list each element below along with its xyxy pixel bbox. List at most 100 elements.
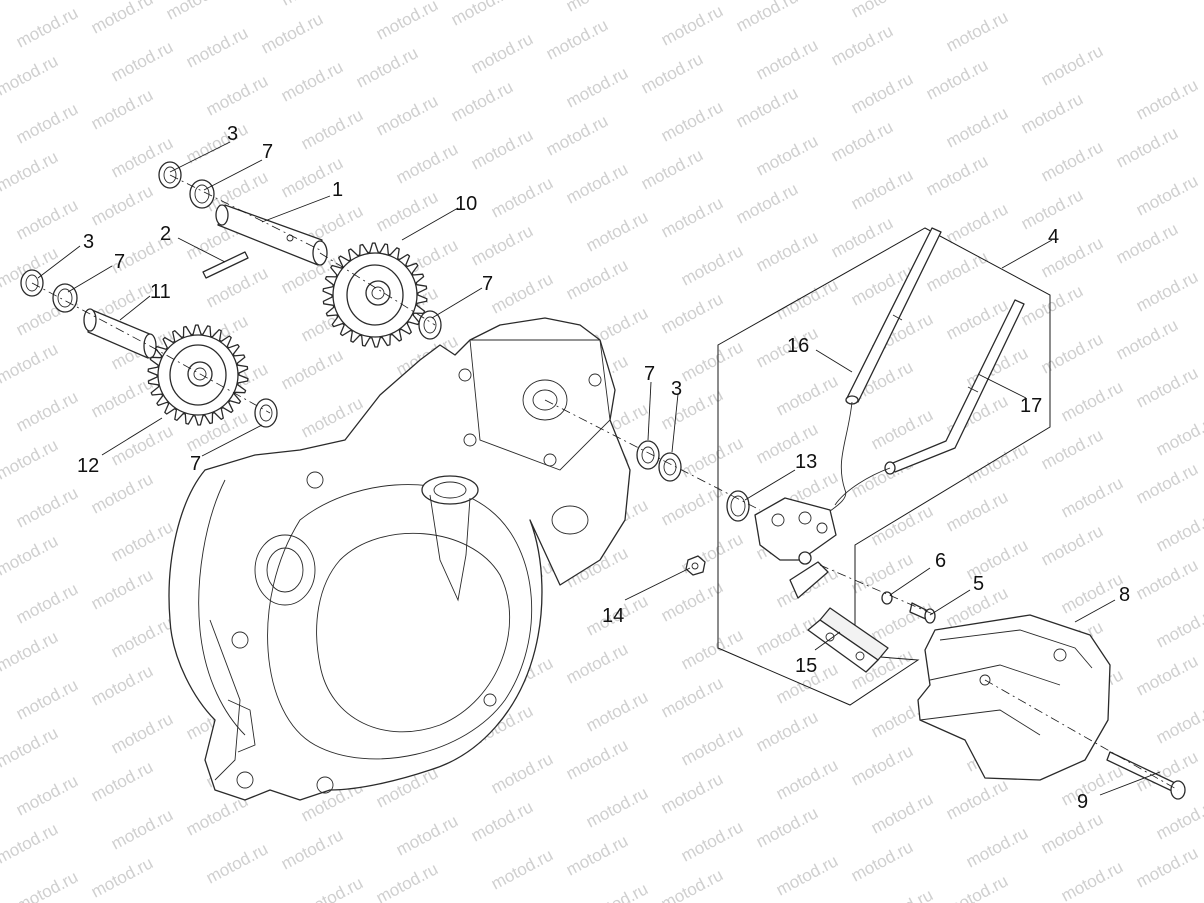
watermark-text: motod.ru (488, 749, 556, 797)
watermark-text: motod.ru (543, 111, 611, 159)
watermark-text: motod.ru (108, 805, 176, 853)
watermark-text: motod.ru (753, 131, 821, 179)
oring-13 (726, 490, 750, 522)
callout-13: 13 (795, 451, 817, 473)
watermark-text: motod.ru (1018, 89, 1086, 137)
watermark-text: motod.ru (678, 721, 746, 769)
watermark-text: motod.ru (88, 373, 156, 421)
watermark-text: motod.ru (0, 147, 61, 195)
watermark-text: motod.ru (108, 613, 176, 661)
watermark-text: motod.ru (488, 845, 556, 893)
watermark-text: motod.ru (1113, 219, 1181, 267)
watermark-text: motod.ru (0, 723, 61, 771)
watermark-text: motod.ru (828, 117, 896, 165)
washer-7-under-12 (254, 398, 278, 428)
watermark-text: motod.ru (1058, 569, 1126, 617)
watermark-text: motod.ru (0, 339, 61, 387)
watermark-text: motod.ru (943, 487, 1011, 535)
watermark-text: motod.ru (773, 851, 841, 899)
watermark-text: motod.ru (678, 433, 746, 481)
watermark-text: motod.ru (868, 501, 936, 549)
watermark-text: motod.ru (543, 15, 611, 63)
watermark-text: motod.ru (848, 741, 916, 789)
watermark-text: motod.ru (0, 819, 61, 867)
watermark-text: motod.ru (828, 213, 896, 261)
pump-wire-2 (834, 467, 891, 506)
watermark-text: motod.ru (448, 0, 516, 30)
watermark-text: motod.ru (753, 611, 821, 659)
callout-labels: 3 7 1 10 2 3 7 11 7 4 16 17 7 3 12 7 13 … (77, 123, 1130, 813)
hose-16 (845, 227, 942, 405)
watermark-text: motod.ru (278, 0, 346, 10)
watermark-text: motod.ru (1038, 41, 1106, 89)
watermark-text: motod.ru (468, 125, 536, 173)
watermark-text: motod.ru (13, 675, 81, 723)
watermark-text: motod.ru (1133, 651, 1201, 699)
watermark-text: motod.ru (13, 99, 81, 147)
axis-lines (31, 174, 1179, 791)
watermark-text: motod.ru (468, 797, 536, 845)
watermark-text: motod.ru (868, 405, 936, 453)
watermark-text: motod.ru (1038, 521, 1106, 569)
watermark-text: motod.ru (183, 23, 251, 71)
watermark-text: motod.ru (773, 755, 841, 803)
watermark-text: motod.ru (298, 873, 366, 903)
washer-6 (881, 591, 893, 605)
callout-14: 14 (602, 605, 624, 627)
watermark-text: motod.ru (1133, 363, 1201, 411)
watermark-text: motod.ru (638, 0, 706, 2)
callout-8: 8 (1119, 584, 1130, 606)
watermark-text: motod.ru (0, 435, 61, 483)
watermark-text: motod.ru (583, 879, 651, 903)
watermark-text: motod.ru (373, 859, 441, 903)
oil-pump (754, 497, 837, 599)
watermark-text: motod.ru (1038, 137, 1106, 185)
watermark-text: motod.ru (0, 51, 61, 99)
watermark-text: motod.ru (1133, 171, 1201, 219)
watermark-text: motod.ru (278, 57, 346, 105)
washer-7-top (189, 179, 215, 209)
watermark-text: motod.ru (108, 517, 176, 565)
watermark-text: motod.ru (353, 43, 421, 91)
shaft-11 (83, 308, 157, 359)
watermark-text: motod.ru (868, 885, 936, 903)
watermark-text: motod.ru (753, 35, 821, 83)
watermark-text: motod.ru (658, 481, 726, 529)
watermark-text: motod.ru (88, 757, 156, 805)
watermark-text: motod.ru (373, 0, 441, 44)
watermark-text: motod.ru (163, 0, 231, 24)
watermark-text: motod.ru (563, 831, 631, 879)
watermark-text: motod.ru (1058, 473, 1126, 521)
leader-lines (37, 141, 1161, 796)
watermark-text: motod.ru (1133, 267, 1201, 315)
watermark-text: motod.ru (0, 531, 61, 579)
callout-6: 6 (935, 550, 946, 572)
assembly-4-frame (717, 227, 1051, 706)
cover-8 (917, 614, 1111, 781)
watermark-text: motod.ru (658, 865, 726, 903)
watermark-text: motod.ru (88, 0, 156, 38)
watermark-text: motod.ru (773, 275, 841, 323)
watermark-text: motod.ru (13, 867, 81, 903)
watermark-text: motod.ru (943, 199, 1011, 247)
callout-3: 3 (83, 231, 94, 253)
watermark-text: motod.ru (563, 159, 631, 207)
watermark-text: motod.ru (733, 83, 801, 131)
watermark-text: motod.ru (678, 817, 746, 865)
watermark-text: motod.ru (583, 207, 651, 255)
callout-16: 16 (787, 335, 809, 357)
watermark-text: motod.ru (0, 0, 61, 4)
watermark-text: motod.ru (733, 0, 801, 36)
watermark-text: motod.ru (848, 69, 916, 117)
watermark-text: motod.ru (13, 387, 81, 435)
callout-3: 3 (671, 378, 682, 400)
callout-10: 10 (455, 193, 477, 215)
watermark-text: motod.ru (658, 193, 726, 241)
washer-7-left (52, 283, 78, 313)
watermark-text: motod.ru (108, 37, 176, 85)
watermark-text: motod.ru (88, 181, 156, 229)
sprocket-10 (322, 242, 428, 348)
callout-3: 3 (227, 123, 238, 145)
engine-cover (168, 317, 631, 801)
